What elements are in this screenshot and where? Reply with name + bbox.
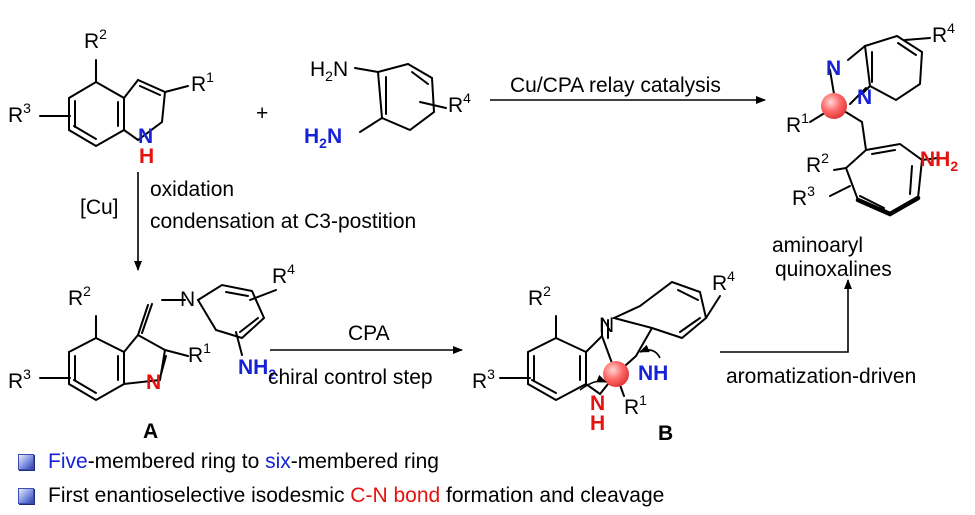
product-stereocenter-highlight [821,93,847,119]
b-r1: R1 [624,392,647,419]
product-label-line1: aminoaryl [772,234,863,257]
key-points: Five -membered ring to six -membered rin… [18,445,968,513]
phenylenediamine: H2N H2N R4 [304,58,471,151]
note1-part3: six [265,450,291,473]
arrow-aromatization [720,279,852,353]
b-imine-n: N [599,314,614,337]
indole-nitrogen: N [138,125,153,148]
product-r3: R3 [792,183,815,210]
aromatization-label: aromatization-driven [726,365,916,388]
note2-part3: formation and cleavage [440,484,665,507]
diamine-h2n-top: H2N [310,58,348,84]
key-point-cn-bond: First enantioselective isodesmic C-N bon… [18,479,968,513]
diamine-r4: R4 [448,90,471,117]
chiral-control-label: chiral control step [268,366,433,389]
condensation-label: condensation at C3-postition [150,210,416,233]
product-n1: N [826,57,841,80]
cpa-label: CPA [348,322,390,345]
note2-part1: First enantioselective isodesmic [48,484,351,507]
b-ring-n: N [590,392,605,415]
b-r2: R2 [528,283,551,310]
indole-r2: R2 [84,26,107,53]
b-stereocenter-highlight [603,361,629,387]
product-label-line2: quinoxalines [775,258,892,281]
bullet-square-icon [18,488,34,504]
bullet-square-icon [18,454,34,470]
indole-r1: R1 [191,69,214,96]
oxidation-label: oxidation [150,178,234,201]
a-r3: R3 [8,366,31,393]
intermediate-a: R2 R3 R1 N N NH2 R4 [8,261,295,402]
product-r2: R2 [806,150,829,177]
product-nh2: NH2 [920,148,958,174]
note1-part1: Five [48,450,88,473]
plus-sign: + [256,102,268,125]
label-b: B [658,422,673,445]
b-r3: R3 [472,366,495,393]
copper-label: [Cu] [80,196,119,219]
b-r4: R4 [712,268,735,295]
indole-nh-hydrogen: H [139,145,154,168]
b-ring-h: H [590,412,605,435]
product-quinoxaline: N N R4 R1 R2 R3 NH2 [786,20,958,217]
a-nh2: NH2 [238,356,276,382]
product-n4: N [857,86,872,109]
a-r2: R2 [68,283,91,310]
indole-r3: R3 [8,100,31,127]
label-a: A [143,420,158,443]
a-imine-n: N [180,288,195,311]
product-r4: R4 [932,20,955,47]
note1-part4: -membered ring [290,450,439,473]
starting-indole: R2 R3 R1 N H [8,26,214,168]
relay-catalysis-label: Cu/CPA relay catalysis [510,74,721,97]
diamine-h2n-bottom: H2N [304,125,342,151]
a-r1: R1 [188,340,211,367]
a-r4: R4 [272,261,295,288]
product-r1: R1 [786,110,809,137]
b-nh: NH [638,362,668,385]
note2-part2: C-N bond [350,484,441,507]
intermediate-b: R2 R3 N NH N H R1 R4 [472,268,735,435]
a-ring-n: N [146,371,161,394]
note1-part2: -membered ring to [87,450,266,473]
key-point-ring-expansion: Five -membered ring to six -membered rin… [18,445,968,479]
